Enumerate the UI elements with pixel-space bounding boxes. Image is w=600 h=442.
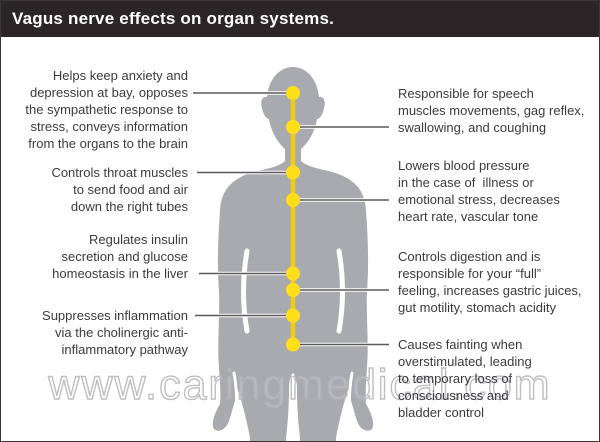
label-fainting-bladder: Causes fainting when overstimulated, lea… <box>398 337 532 420</box>
nerve-node-bladder <box>286 337 300 352</box>
nerve-node-inflammation <box>286 308 300 323</box>
label-inflammation: Suppresses inflammation via the choliner… <box>42 308 188 357</box>
label-anxiety-depression: Helps keep anxiety and depression at bay… <box>25 68 188 151</box>
nerve-node-digestion <box>286 283 300 297</box>
nerve-node-throat <box>286 165 300 180</box>
nerve-node-heart <box>286 193 300 207</box>
connector-lines <box>193 92 389 346</box>
left-arm-gap <box>241 248 250 334</box>
nerve-nodes <box>286 86 300 352</box>
title-bar: Vagus nerve effects on organ systems. <box>1 1 599 37</box>
label-blood-pressure-heart: Lowers blood pressure in the case of ill… <box>398 158 560 224</box>
nerve-node-brain <box>286 86 300 100</box>
label-speech-swallowing: Responsible for speech muscles movements… <box>398 86 585 135</box>
watermark: www.caringmedical.com <box>48 360 552 409</box>
label-insulin-liver: Regulates insulin secretion and glucose … <box>52 232 188 281</box>
left-wrist-gap <box>232 371 239 429</box>
page-title: Vagus nerve effects on organ systems. <box>12 9 335 28</box>
nerve-node-liver <box>286 266 300 281</box>
label-throat-muscles: Controls throat muscles to send food and… <box>51 165 188 214</box>
right-wrist-gap <box>347 371 354 429</box>
label-digestion: Controls digestion and is responsible fo… <box>398 249 582 315</box>
nerve-node-speech <box>286 120 300 134</box>
